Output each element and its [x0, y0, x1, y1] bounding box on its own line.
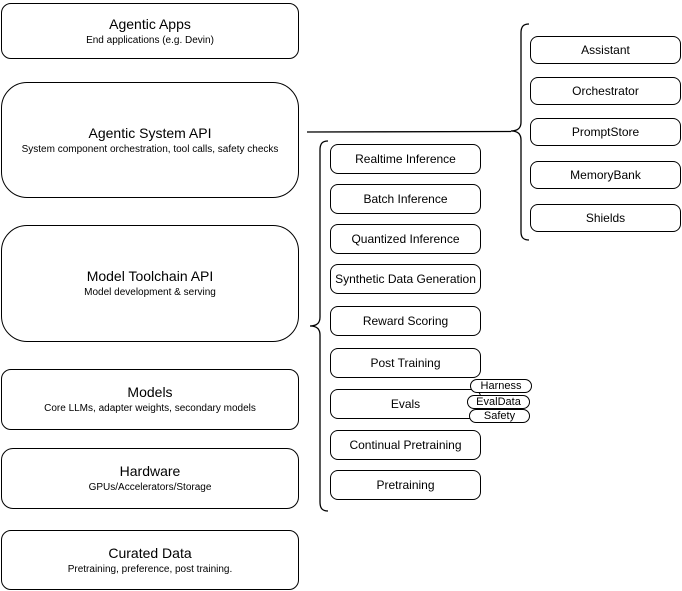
node-label: MemoryBank: [570, 168, 641, 182]
box-subtitle: GPUs/Accelerators/Storage: [88, 482, 212, 493]
component-box-assistant: Assistant: [530, 36, 681, 64]
toolchain-box-pretraining: Pretraining: [330, 470, 481, 500]
node-label: Reward Scoring: [362, 314, 449, 328]
node-label: Shields: [585, 211, 626, 225]
toolchain-box-evals: Evals: [330, 389, 481, 419]
eval-tag-harness: Harness: [470, 379, 532, 393]
node-label: Batch Inference: [363, 192, 448, 206]
node-label: Quantized Inference: [351, 232, 460, 246]
toolchain-box-batch-inference: Batch Inference: [330, 184, 481, 214]
node-label: Continual Pretraining: [349, 438, 462, 452]
box-subtitle: Pretraining, preference, post training.: [67, 563, 233, 575]
toolchain-box-continual-pretraining: Continual Pretraining: [330, 430, 481, 460]
node-label: PromptStore: [571, 125, 640, 139]
component-box-memorybank: MemoryBank: [530, 161, 681, 189]
stack-box-agentic-apps: Agentic Apps End applications (e.g. Devi…: [1, 3, 299, 59]
toolchain-box-post-training: Post Training: [330, 348, 481, 378]
system-api-connector-line: [306, 130, 512, 133]
stack-box-models: Models Core LLMs, adapter weights, secon…: [1, 369, 299, 430]
stack-box-hardware: Hardware GPUs/Accelerators/Storage: [1, 448, 299, 509]
toolchain-brace: [309, 140, 329, 512]
box-title: Agentic System API: [88, 124, 212, 141]
toolchain-box-reward-scoring: Reward Scoring: [330, 306, 481, 336]
box-title: Hardware: [119, 463, 181, 479]
box-subtitle: End applications (e.g. Devin): [86, 34, 214, 46]
component-box-shields: Shields: [530, 204, 681, 232]
pill-label: Safety: [483, 410, 516, 422]
box-title: Agentic Apps: [109, 15, 191, 32]
system-components-brace: [510, 23, 530, 241]
eval-tag-evaldata: EvalData: [467, 395, 530, 409]
box-subtitle: Model development & serving: [84, 287, 216, 298]
toolchain-box-quantized-inference: Quantized Inference: [330, 224, 481, 254]
node-label: Post Training: [370, 356, 441, 370]
node-label: Realtime Inference: [355, 152, 456, 166]
stack-box-model-toolchain-api: Model Toolchain API Model development & …: [1, 225, 299, 342]
node-label: Evals: [390, 397, 421, 411]
component-box-orchestrator: Orchestrator: [530, 77, 681, 105]
node-label: Pretraining: [376, 478, 435, 492]
component-box-promptstore: PromptStore: [530, 118, 681, 146]
pill-label: EvalData: [476, 396, 521, 408]
box-title: Model Toolchain API: [86, 268, 214, 284]
toolchain-box-realtime-inference: Realtime Inference: [330, 144, 481, 174]
node-label: Assistant: [581, 43, 630, 57]
box-subtitle: Core LLMs, adapter weights, secondary mo…: [44, 403, 256, 414]
box-title: Models: [127, 384, 173, 400]
node-label: Orchestrator: [572, 84, 639, 98]
box-subtitle: System component orchestration, tool cal…: [21, 143, 279, 155]
eval-tag-safety: Safety: [469, 409, 530, 423]
toolchain-box-synthetic-data-generation: Synthetic Data Generation: [330, 264, 481, 294]
box-title: Curated Data: [108, 544, 192, 561]
stack-box-curated-data: Curated Data Pretraining, preference, po…: [1, 530, 299, 590]
stack-box-agentic-system-api: Agentic System API System component orch…: [1, 82, 299, 198]
pill-label: Harness: [480, 380, 522, 392]
node-label: Synthetic Data Generation: [335, 272, 476, 286]
